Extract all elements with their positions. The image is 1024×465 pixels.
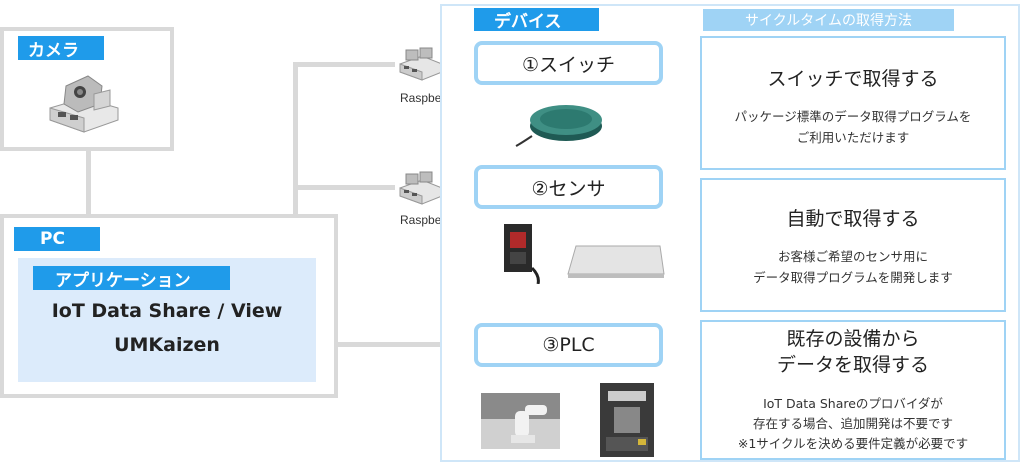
application-name-2: UMKaizen: [114, 334, 220, 356]
connector-to-sensor: [293, 185, 395, 190]
method-switch-desc: パッケージ標準のデータ取得プログラムを: [734, 109, 972, 124]
method-plc-desc: ※1サイクルを決める要件定義が必要です: [737, 436, 969, 451]
application-label: アプリケーション: [33, 266, 230, 291]
method-sensor-title: 自動で取得する: [786, 208, 920, 230]
application-name-1: IoT Data Share / View: [51, 300, 283, 322]
method-plc-box: [700, 320, 1006, 460]
method-plc-title: データを取得する: [776, 354, 929, 376]
device-switch: ①スイッチ: [474, 41, 663, 85]
method-sensor-desc: データ取得プログラムを開発します: [753, 270, 953, 285]
camera-label: カメラ: [18, 36, 104, 61]
connector-camera-pc: [86, 150, 91, 216]
camera-image: [44, 68, 124, 138]
raspberry-pi-image: [398, 168, 444, 206]
method-plc-title: 既存の設備から: [786, 328, 920, 350]
connector-to-switch: [293, 62, 395, 67]
method-sensor-box: [700, 178, 1006, 312]
device-plc: ③PLC: [474, 323, 663, 367]
mat-sensor-image: [566, 238, 666, 280]
raspberry-pi-image: [398, 44, 444, 82]
machine-image: [594, 381, 660, 461]
method-plc-desc: 存在する場合、追加開発は不要です: [752, 416, 953, 431]
method-plc-desc: IoT Data Shareのプロバイダが: [763, 396, 943, 411]
switch-image: [514, 98, 606, 148]
connector-pc-trunk: [293, 62, 298, 216]
device-sensor: ②センサ: [474, 165, 663, 209]
pc-label: PC: [14, 227, 100, 251]
method-switch-box: [700, 36, 1006, 170]
robot-arm-image: [481, 393, 560, 449]
devices-label: デバイス: [474, 8, 599, 32]
method-sensor-desc: お客様ご希望のセンサ用に: [777, 249, 928, 264]
method-switch-desc: ご利用いただけます: [796, 130, 910, 145]
connector-to-plc: [338, 342, 478, 347]
method-switch-title: スイッチで取得する: [767, 68, 939, 90]
sensor-image: [498, 222, 542, 285]
method-header: サイクルタイムの取得方法: [703, 9, 954, 31]
